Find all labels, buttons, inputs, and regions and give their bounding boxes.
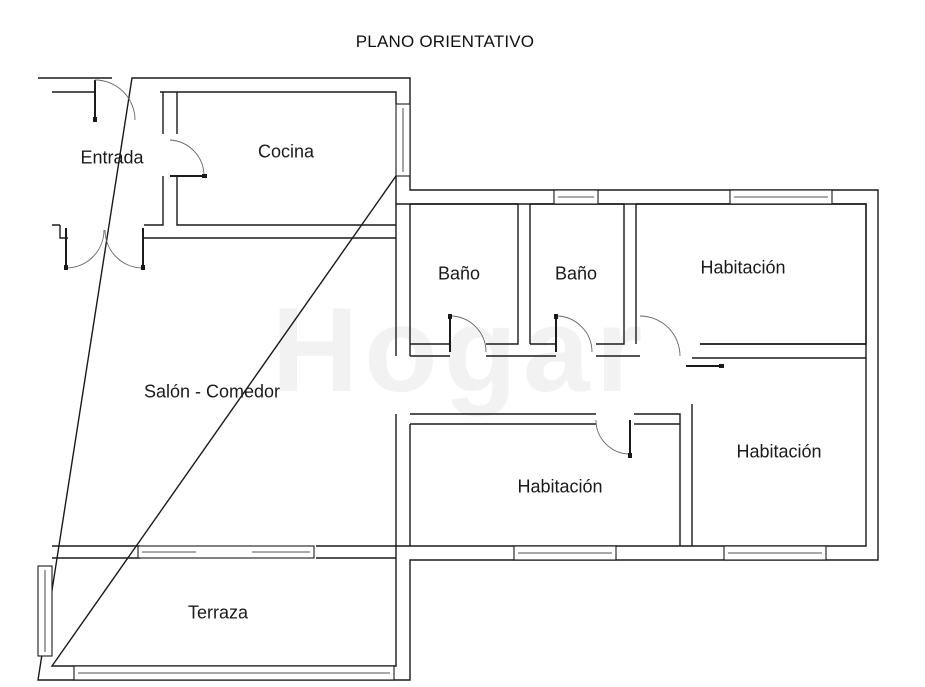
wall-central	[395, 204, 411, 546]
outer-wall-inner	[50, 91, 867, 667]
outer-wall-outer	[37, 77, 879, 681]
room-label-habitacion-3: Habitación	[736, 441, 822, 462]
sliding-door-salon	[137, 545, 315, 559]
room-label-terraza: Terraza	[187, 602, 249, 623]
room-label-habitacion-1: Habitación	[700, 257, 786, 278]
room-label-cocina: Cocina	[257, 141, 315, 162]
room-label-habitacion-2: Habitación	[517, 476, 603, 497]
walls-banos	[410, 203, 867, 357]
room-label-entrada: Entrada	[80, 147, 144, 168]
room-label-bano-1: Baño	[437, 263, 481, 284]
room-label-bano-2: Baño	[554, 263, 598, 284]
page-title: PLANO ORIENTATIVO	[355, 32, 535, 51]
wall-salon-terraza	[52, 545, 396, 559]
room-label-salon-comedor: Salón - Comedor	[143, 381, 281, 402]
wall-entrada-salon	[52, 222, 396, 239]
walls-habitaciones	[410, 343, 866, 546]
watermark-brand: Hogar	[271, 283, 649, 417]
wall-entrada-cocina	[162, 92, 396, 226]
